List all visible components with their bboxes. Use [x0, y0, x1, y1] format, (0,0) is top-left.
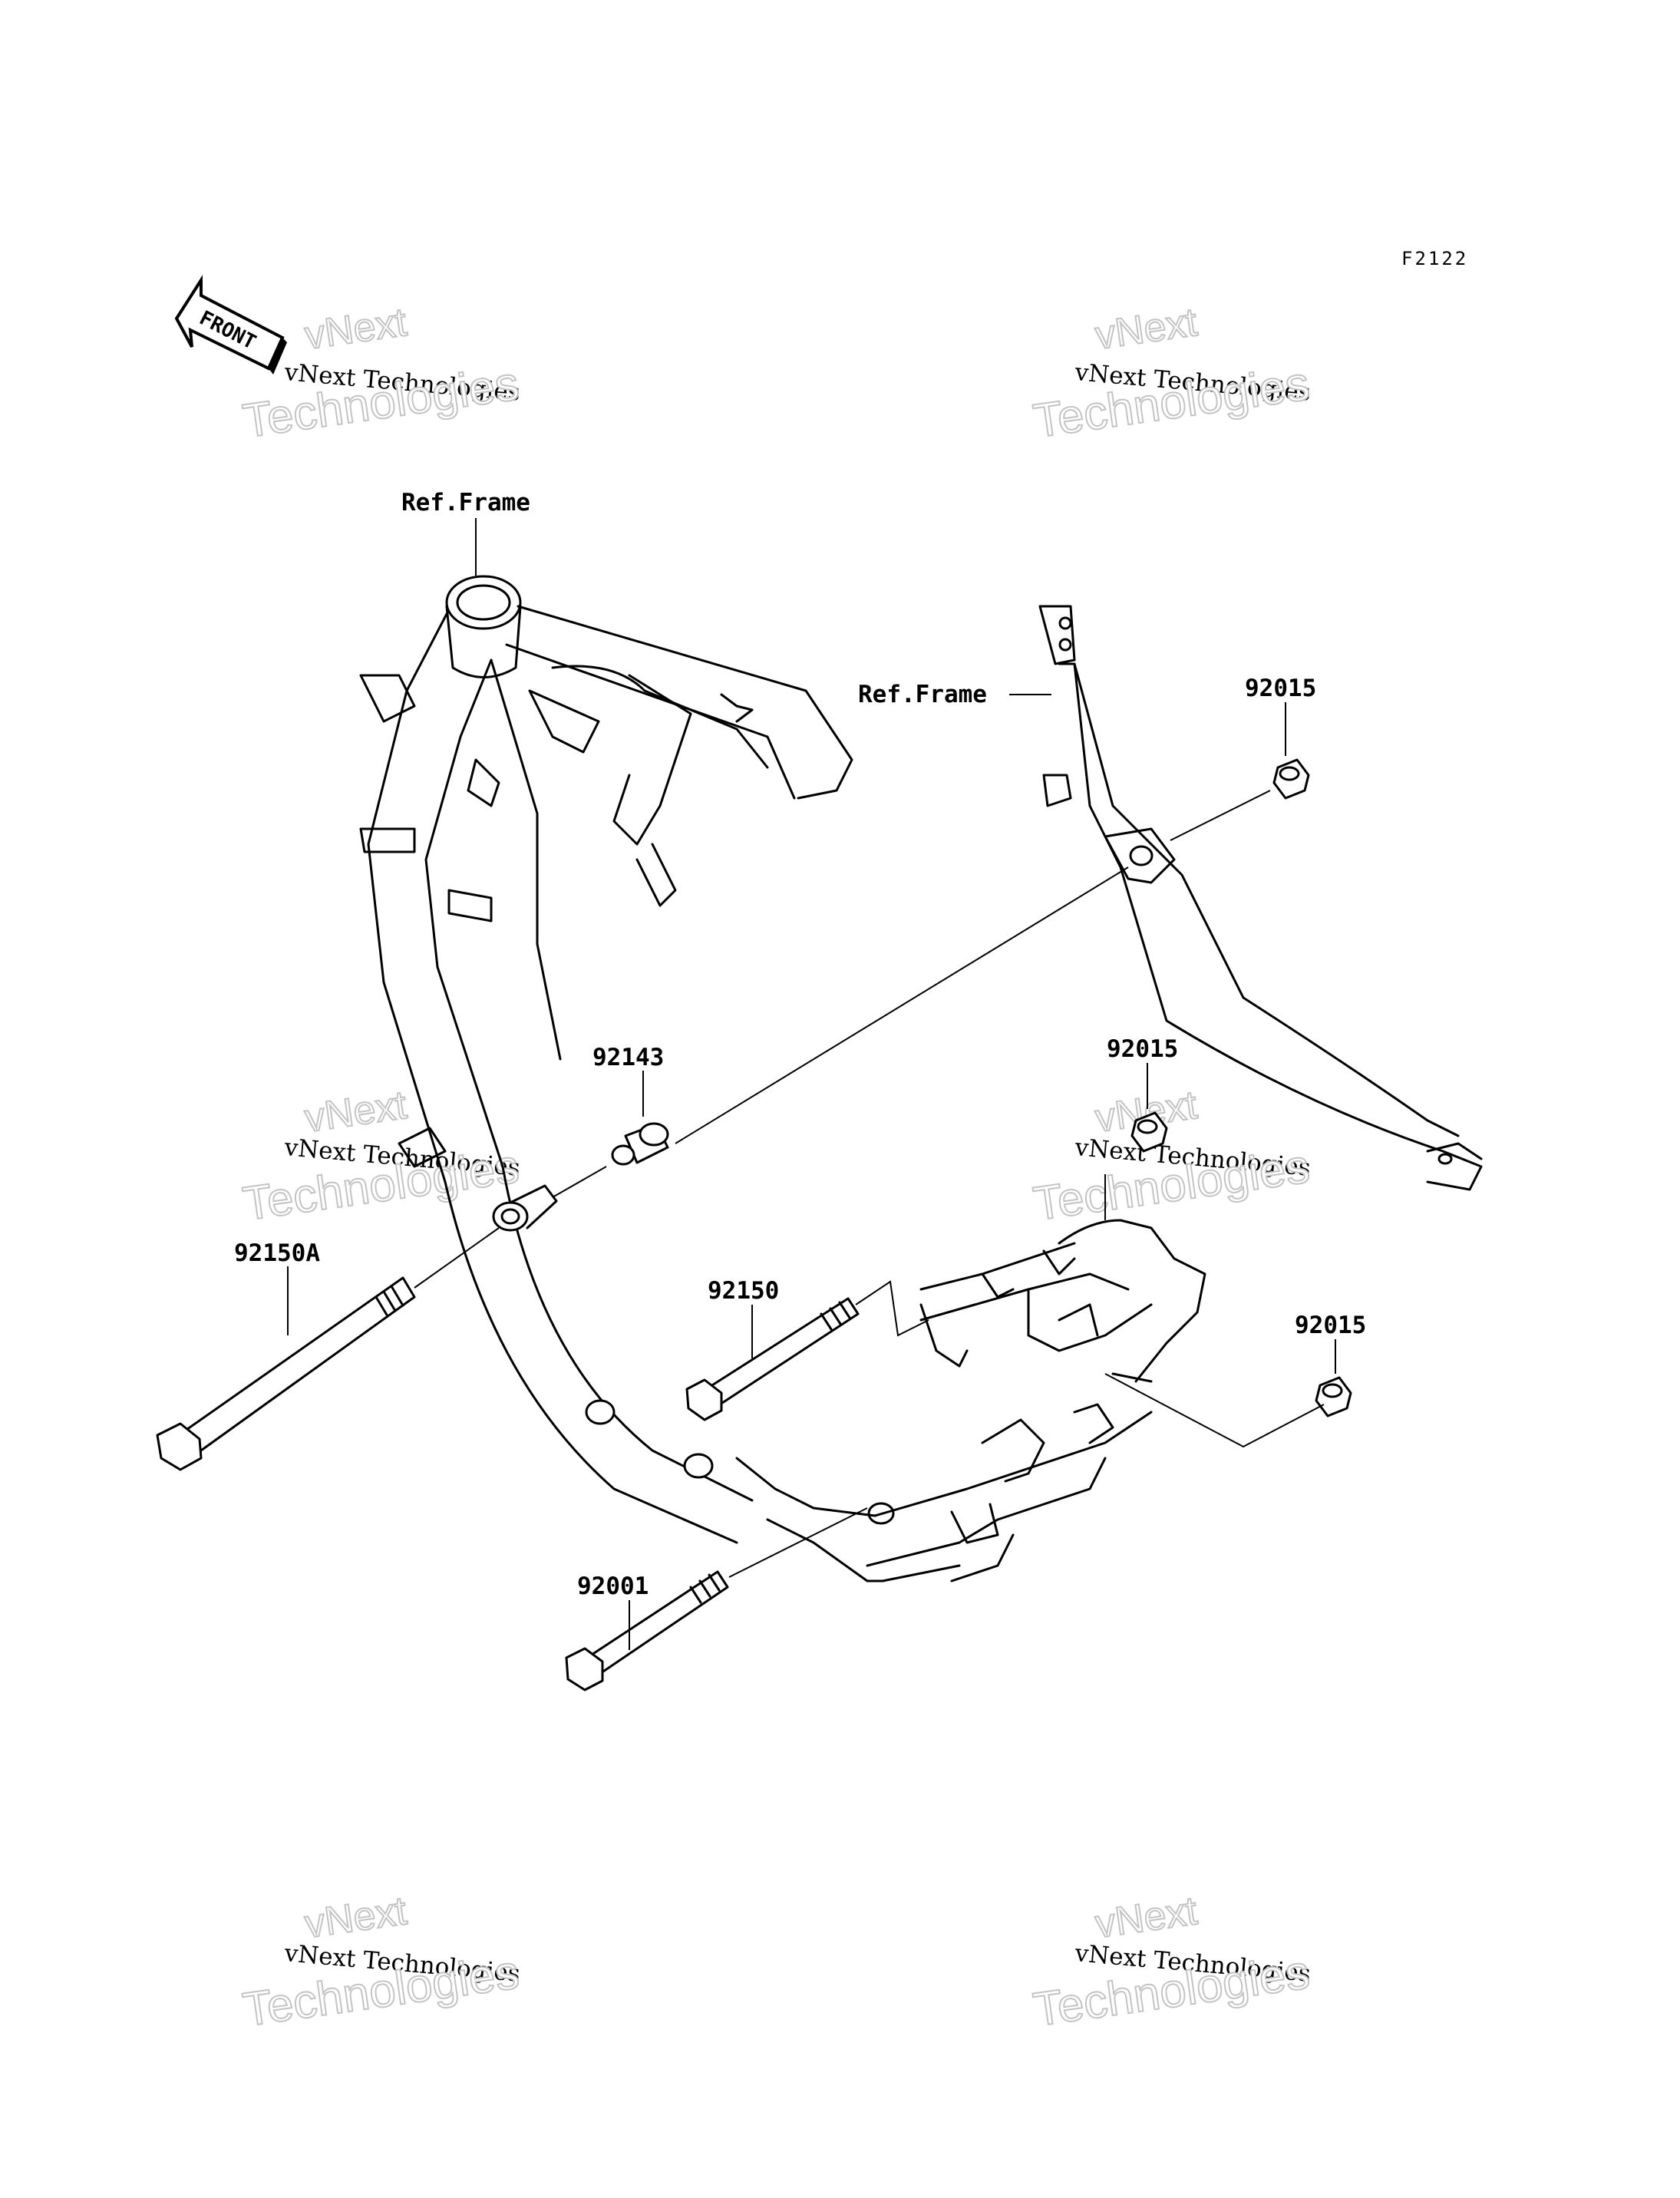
nut-92015-top: [1272, 758, 1310, 800]
spacer-92143: [611, 1122, 669, 1166]
svg-text:vNext: vNext: [302, 1083, 410, 1141]
label-92015-top: 92015: [1245, 675, 1316, 702]
watermark-mid-right: vNext vNext Technologies Technologies: [1029, 1082, 1313, 1232]
nut-92015-mid: [1130, 1111, 1168, 1153]
leader-lines: [287, 518, 1336, 1650]
diagram-code: F2122: [1401, 248, 1468, 269]
main-frame-left: [359, 575, 1153, 1582]
label-92150: 92150: [708, 1277, 779, 1305]
watermark-bottom-right: vNext vNext Technologies Technologies: [1029, 1888, 1313, 2038]
svg-text:vNext: vNext: [1093, 1889, 1200, 1947]
watermark-top-right: vNext vNext Technologies Technologies: [1029, 299, 1313, 449]
label-92015-mid: 92015: [1107, 1035, 1178, 1063]
label-92150A: 92150A: [234, 1239, 320, 1267]
label-92001: 92001: [577, 1573, 649, 1600]
bolt-92001: [565, 1570, 729, 1691]
nut-92015-low: [1315, 1376, 1352, 1417]
watermark-mid-left: vNext vNext Technologies Technologies: [239, 1082, 523, 1232]
rear-frame-right: [1038, 605, 1483, 1191]
engine-mount-bracket: [919, 1219, 1206, 1383]
svg-text:vNext: vNext: [302, 300, 410, 358]
bolt-92150: [685, 1297, 860, 1421]
label-92015-low: 92015: [1295, 1312, 1366, 1339]
label-ref-frame-top: Ref.Frame: [401, 489, 530, 516]
svg-text:vNext: vNext: [1093, 300, 1200, 358]
front-arrow-icon: FRONT: [174, 275, 287, 375]
bolt-92150A: [156, 1276, 416, 1471]
svg-text:vNext: vNext: [302, 1889, 410, 1947]
label-92143: 92143: [592, 1044, 664, 1071]
label-ref-frame-right: Ref.Frame: [858, 681, 987, 708]
watermark-top-left: vNext vNext Technologies Technologies: [239, 299, 523, 449]
watermark-bottom-left: vNext vNext Technologies Technologies: [239, 1888, 523, 2038]
